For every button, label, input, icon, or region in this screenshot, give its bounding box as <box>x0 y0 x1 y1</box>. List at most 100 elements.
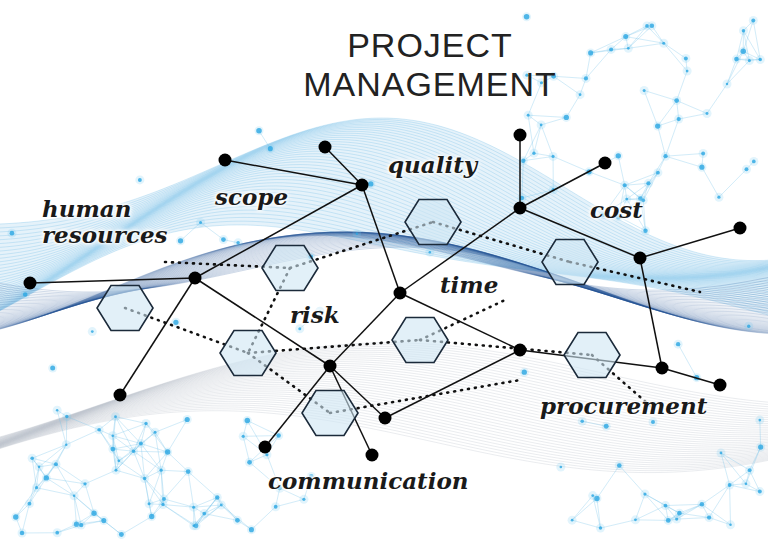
network-line <box>640 228 740 258</box>
topic-label: procurement <box>540 393 707 419</box>
particle-dot <box>185 417 190 422</box>
particle-glow <box>88 327 97 336</box>
particle-glow <box>135 175 144 184</box>
particle-glow <box>723 80 732 89</box>
particle-dot <box>651 420 655 424</box>
particle-glow <box>108 445 117 454</box>
particle-glow <box>114 456 123 465</box>
wave-line <box>0 386 768 451</box>
particle-dot <box>356 233 358 235</box>
particle-glow <box>233 516 242 525</box>
topic-label: scope <box>215 184 288 210</box>
particle-dot <box>55 531 59 535</box>
particle-dot <box>242 435 245 438</box>
particle-glow <box>756 55 765 64</box>
particle-link <box>554 76 586 78</box>
particle-dot <box>161 503 164 506</box>
particle-dot <box>527 114 530 117</box>
particle-glow <box>48 364 57 373</box>
network-dot <box>259 441 272 454</box>
particle-glow <box>18 528 27 537</box>
particle-link <box>46 445 66 478</box>
particle-glow <box>714 193 723 202</box>
wave-line <box>0 411 768 473</box>
particle-link <box>188 472 217 498</box>
particle-glow <box>274 431 283 440</box>
particle-link <box>719 169 747 197</box>
particle-glow <box>21 290 30 299</box>
particle-dot <box>662 42 665 45</box>
particle-glow <box>661 152 670 161</box>
particle-dot <box>677 511 682 516</box>
wave-line <box>0 382 768 451</box>
particle-link <box>601 520 636 528</box>
particle-glow <box>744 322 753 331</box>
network-dot <box>714 379 727 392</box>
particle-link <box>658 126 666 156</box>
particle-dot <box>30 456 34 460</box>
particle-glow <box>234 238 243 247</box>
particle-dot <box>604 424 609 429</box>
particle-glow <box>640 490 649 499</box>
particle-link <box>134 451 168 453</box>
particle-dot <box>429 251 432 254</box>
particle-link <box>528 115 534 153</box>
wave-line <box>0 388 768 452</box>
particle-dot <box>111 434 114 437</box>
particle-glow <box>255 126 264 135</box>
particle-glow <box>674 340 683 349</box>
particle-dot <box>706 112 709 115</box>
particle-glow <box>549 152 558 161</box>
particle-dot <box>91 511 96 516</box>
wave-line <box>0 151 768 287</box>
hexagon-shape <box>392 317 448 362</box>
particle-dot <box>758 444 763 449</box>
particle-glow <box>70 491 79 500</box>
particle-dot <box>256 128 262 134</box>
particle-glow <box>755 416 764 425</box>
particle-link <box>134 424 146 452</box>
network-line <box>362 185 400 293</box>
particle-link <box>707 84 727 113</box>
particle-dot <box>178 238 183 243</box>
particle-link <box>553 156 589 171</box>
particle-glow <box>425 248 434 257</box>
particle-link <box>727 61 749 84</box>
particle-link <box>56 464 85 484</box>
particle-dot <box>202 512 206 516</box>
particle-dot <box>726 83 728 85</box>
particle-link <box>572 496 593 521</box>
topic-label: risk <box>290 302 340 328</box>
particle-glow <box>117 530 126 539</box>
particle-glow <box>641 226 650 235</box>
particle-glow <box>621 32 630 41</box>
particle-dot <box>707 515 711 519</box>
particle-link <box>645 494 679 513</box>
particle-glow <box>624 44 633 53</box>
particle-link <box>149 470 161 504</box>
particle-link <box>677 101 707 114</box>
particle-glow <box>271 502 280 511</box>
particle-glow <box>266 144 275 153</box>
particle-glow <box>522 12 531 21</box>
network-dot <box>189 272 202 285</box>
particle-link <box>589 172 625 185</box>
particle-glow <box>739 47 748 56</box>
particle-glow <box>81 479 90 488</box>
particle-network <box>7 12 765 539</box>
particle-dot <box>368 181 373 186</box>
particle-dot <box>758 58 761 61</box>
particle-dot <box>143 477 147 481</box>
wave-line <box>0 243 768 332</box>
particle-link <box>678 344 697 377</box>
particle-glow <box>529 149 538 158</box>
particle-dot <box>747 325 750 328</box>
particle-dot <box>186 469 191 474</box>
particle-link <box>572 498 597 520</box>
particle-dot <box>564 115 569 120</box>
particle-glow <box>576 90 585 99</box>
particle-dot <box>132 449 136 453</box>
particle-glow <box>607 45 616 54</box>
particle-glow <box>245 458 254 467</box>
network-dots <box>24 129 747 462</box>
